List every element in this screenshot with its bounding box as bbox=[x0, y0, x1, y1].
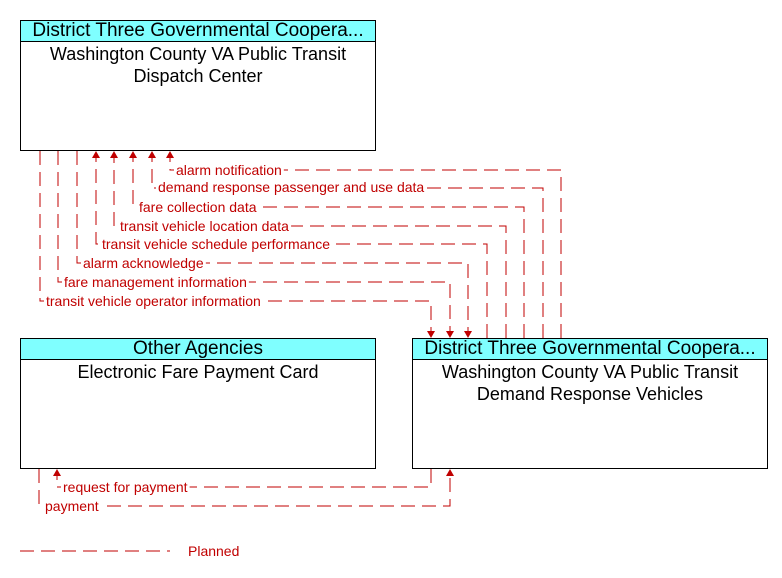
flow-label-schedule-performance: transit vehicle schedule performance bbox=[102, 236, 330, 252]
flow-payment: payment bbox=[38, 469, 454, 514]
node-other-agencies: Other Agencies Electronic Fare Payment C… bbox=[20, 338, 376, 469]
flow-operator-information: transit vehicle operator information bbox=[39, 151, 435, 338]
flow-label-alarm-notification: alarm notification bbox=[176, 162, 282, 178]
label-background bbox=[186, 543, 242, 559]
legend: Planned bbox=[20, 543, 242, 559]
node-other-agencies-header: Other Agencies bbox=[21, 339, 375, 360]
label-background bbox=[118, 218, 292, 234]
flow-schedule-performance: transit vehicle schedule performance bbox=[92, 151, 488, 338]
node-vehicles-title: Washington County VA Public Transit Dema… bbox=[441, 362, 739, 404]
node-demand-response-vehicles: District Three Governmental Coopera... W… bbox=[412, 338, 768, 469]
flow-label-fare-collection: fare collection data bbox=[139, 199, 257, 215]
flow-label-alarm-acknowledge: alarm acknowledge bbox=[83, 255, 204, 271]
label-background bbox=[156, 179, 427, 195]
node-dispatch-center-header: District Three Governmental Coopera... bbox=[21, 21, 375, 42]
flow-fare-collection-data: fare collection data bbox=[129, 151, 525, 338]
node-vehicles-header: District Three Governmental Coopera... bbox=[413, 339, 767, 360]
node-dispatch-center: District Three Governmental Coopera... W… bbox=[20, 20, 376, 151]
flow-demand-response-data: demand response passenger and use data bbox=[148, 151, 544, 338]
label-background bbox=[137, 199, 259, 215]
flow-vehicle-location-data: transit vehicle location data bbox=[110, 151, 507, 338]
flow-label-request-for-payment: request for payment bbox=[63, 479, 188, 495]
node-other-agencies-title: Electronic Fare Payment Card bbox=[77, 362, 319, 382]
label-background bbox=[61, 479, 190, 495]
flow-alarm-notification: alarm notification bbox=[166, 151, 562, 338]
label-background bbox=[44, 293, 263, 309]
label-background bbox=[100, 236, 333, 252]
flow-label-demand-response: demand response passenger and use data bbox=[158, 179, 424, 195]
flow-label-fare-management: fare management information bbox=[64, 274, 247, 290]
flow-label-operator-information: transit vehicle operator information bbox=[46, 293, 261, 309]
label-background bbox=[62, 274, 249, 290]
flow-fare-management: fare management information bbox=[57, 151, 454, 338]
flow-alarm-acknowledge: alarm acknowledge bbox=[76, 151, 472, 338]
node-dispatch-center-title: Washington County VA Public Transit Disp… bbox=[49, 44, 347, 86]
flow-label-vehicle-location: transit vehicle location data bbox=[120, 218, 289, 234]
label-background bbox=[81, 255, 206, 271]
legend-planned-label: Planned bbox=[188, 543, 239, 559]
label-background bbox=[43, 498, 101, 514]
flow-request-for-payment: request for payment bbox=[53, 469, 432, 495]
flow-label-payment: payment bbox=[45, 498, 99, 514]
label-background bbox=[174, 162, 284, 178]
